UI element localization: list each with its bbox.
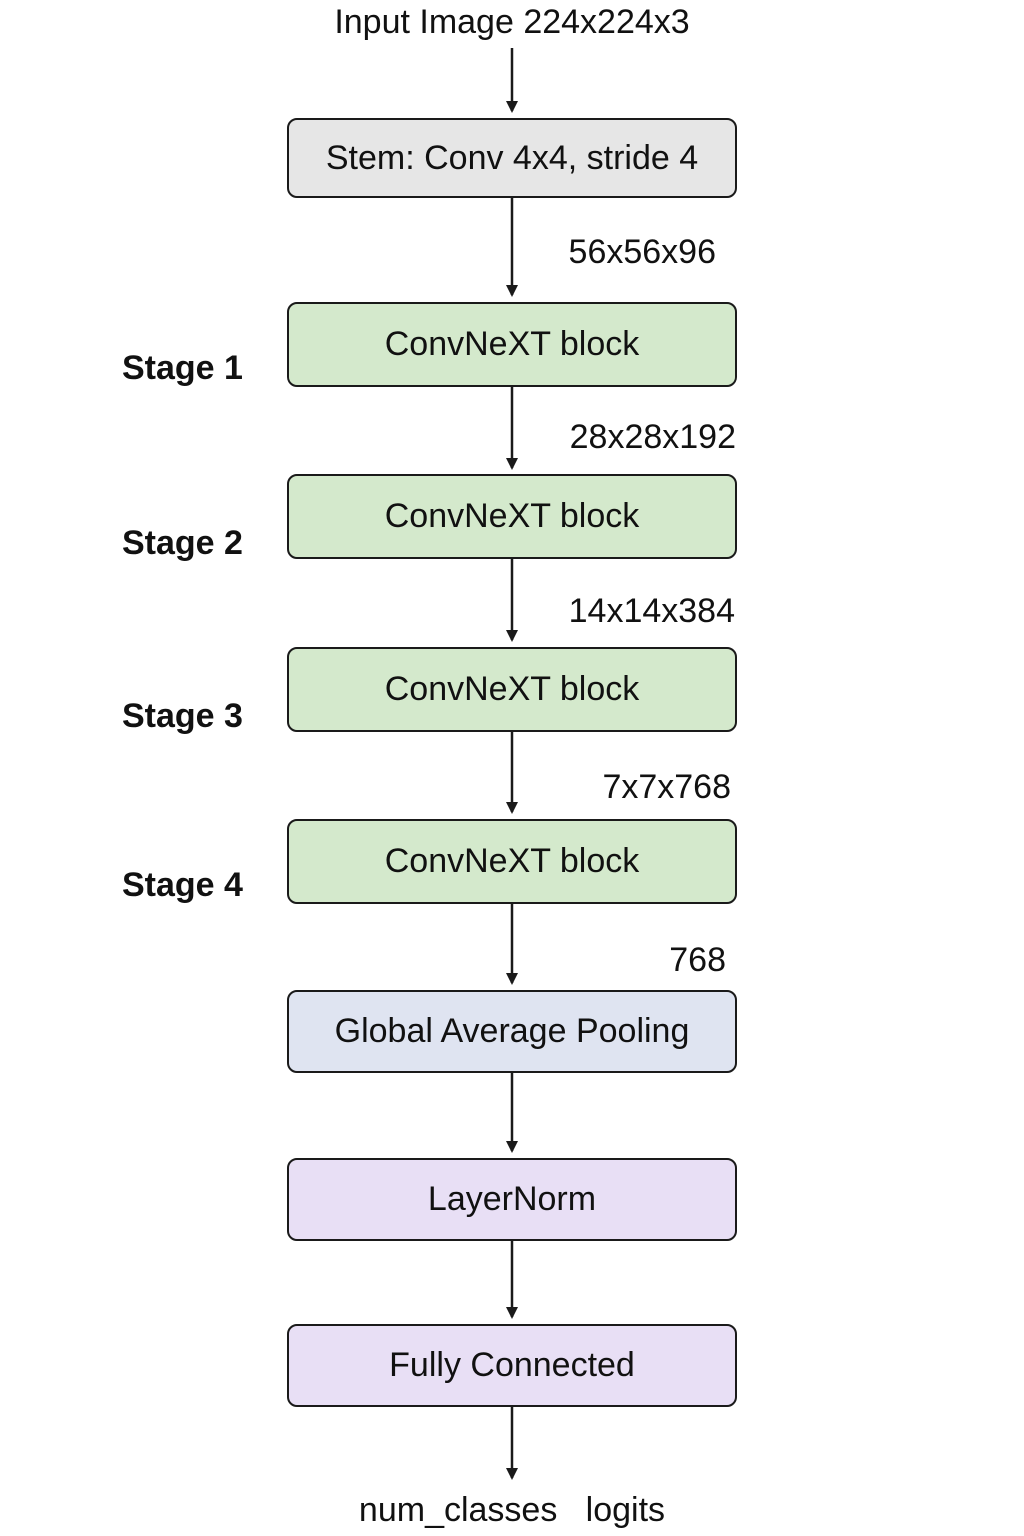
dimension-label-stage-4-output: 768 [669, 941, 726, 979]
dimension-label-stem-output: 56x56x96 [568, 233, 716, 271]
global-average-pooling-node: Global Average Pooling [287, 990, 737, 1073]
fully-connected-node: Fully Connected [287, 1324, 737, 1407]
output-label: num_classes logits [358, 1491, 666, 1529]
stage-4-node: ConvNeXT block [287, 819, 737, 904]
input-label: Input Image 224x224x3 [334, 3, 690, 41]
stage-4-label: Stage 4 [122, 866, 243, 904]
layernorm-node: LayerNorm [287, 1158, 737, 1241]
stage-1-label: Stage 1 [122, 349, 243, 387]
stage-3-node: ConvNeXT block [287, 647, 737, 732]
stem-node: Stem: Conv 4x4, stride 4 [287, 118, 737, 198]
dimension-label-stage-1-output: 28x28x192 [569, 418, 736, 456]
dimension-label-stage-2-output: 14x14x384 [568, 592, 735, 630]
stage-1-node: ConvNeXT block [287, 302, 737, 387]
stage-2-label: Stage 2 [122, 524, 243, 562]
dimension-label-stage-3-output: 7x7x768 [602, 768, 731, 806]
stage-3-label: Stage 3 [122, 697, 243, 735]
stage-2-node: ConvNeXT block [287, 474, 737, 559]
